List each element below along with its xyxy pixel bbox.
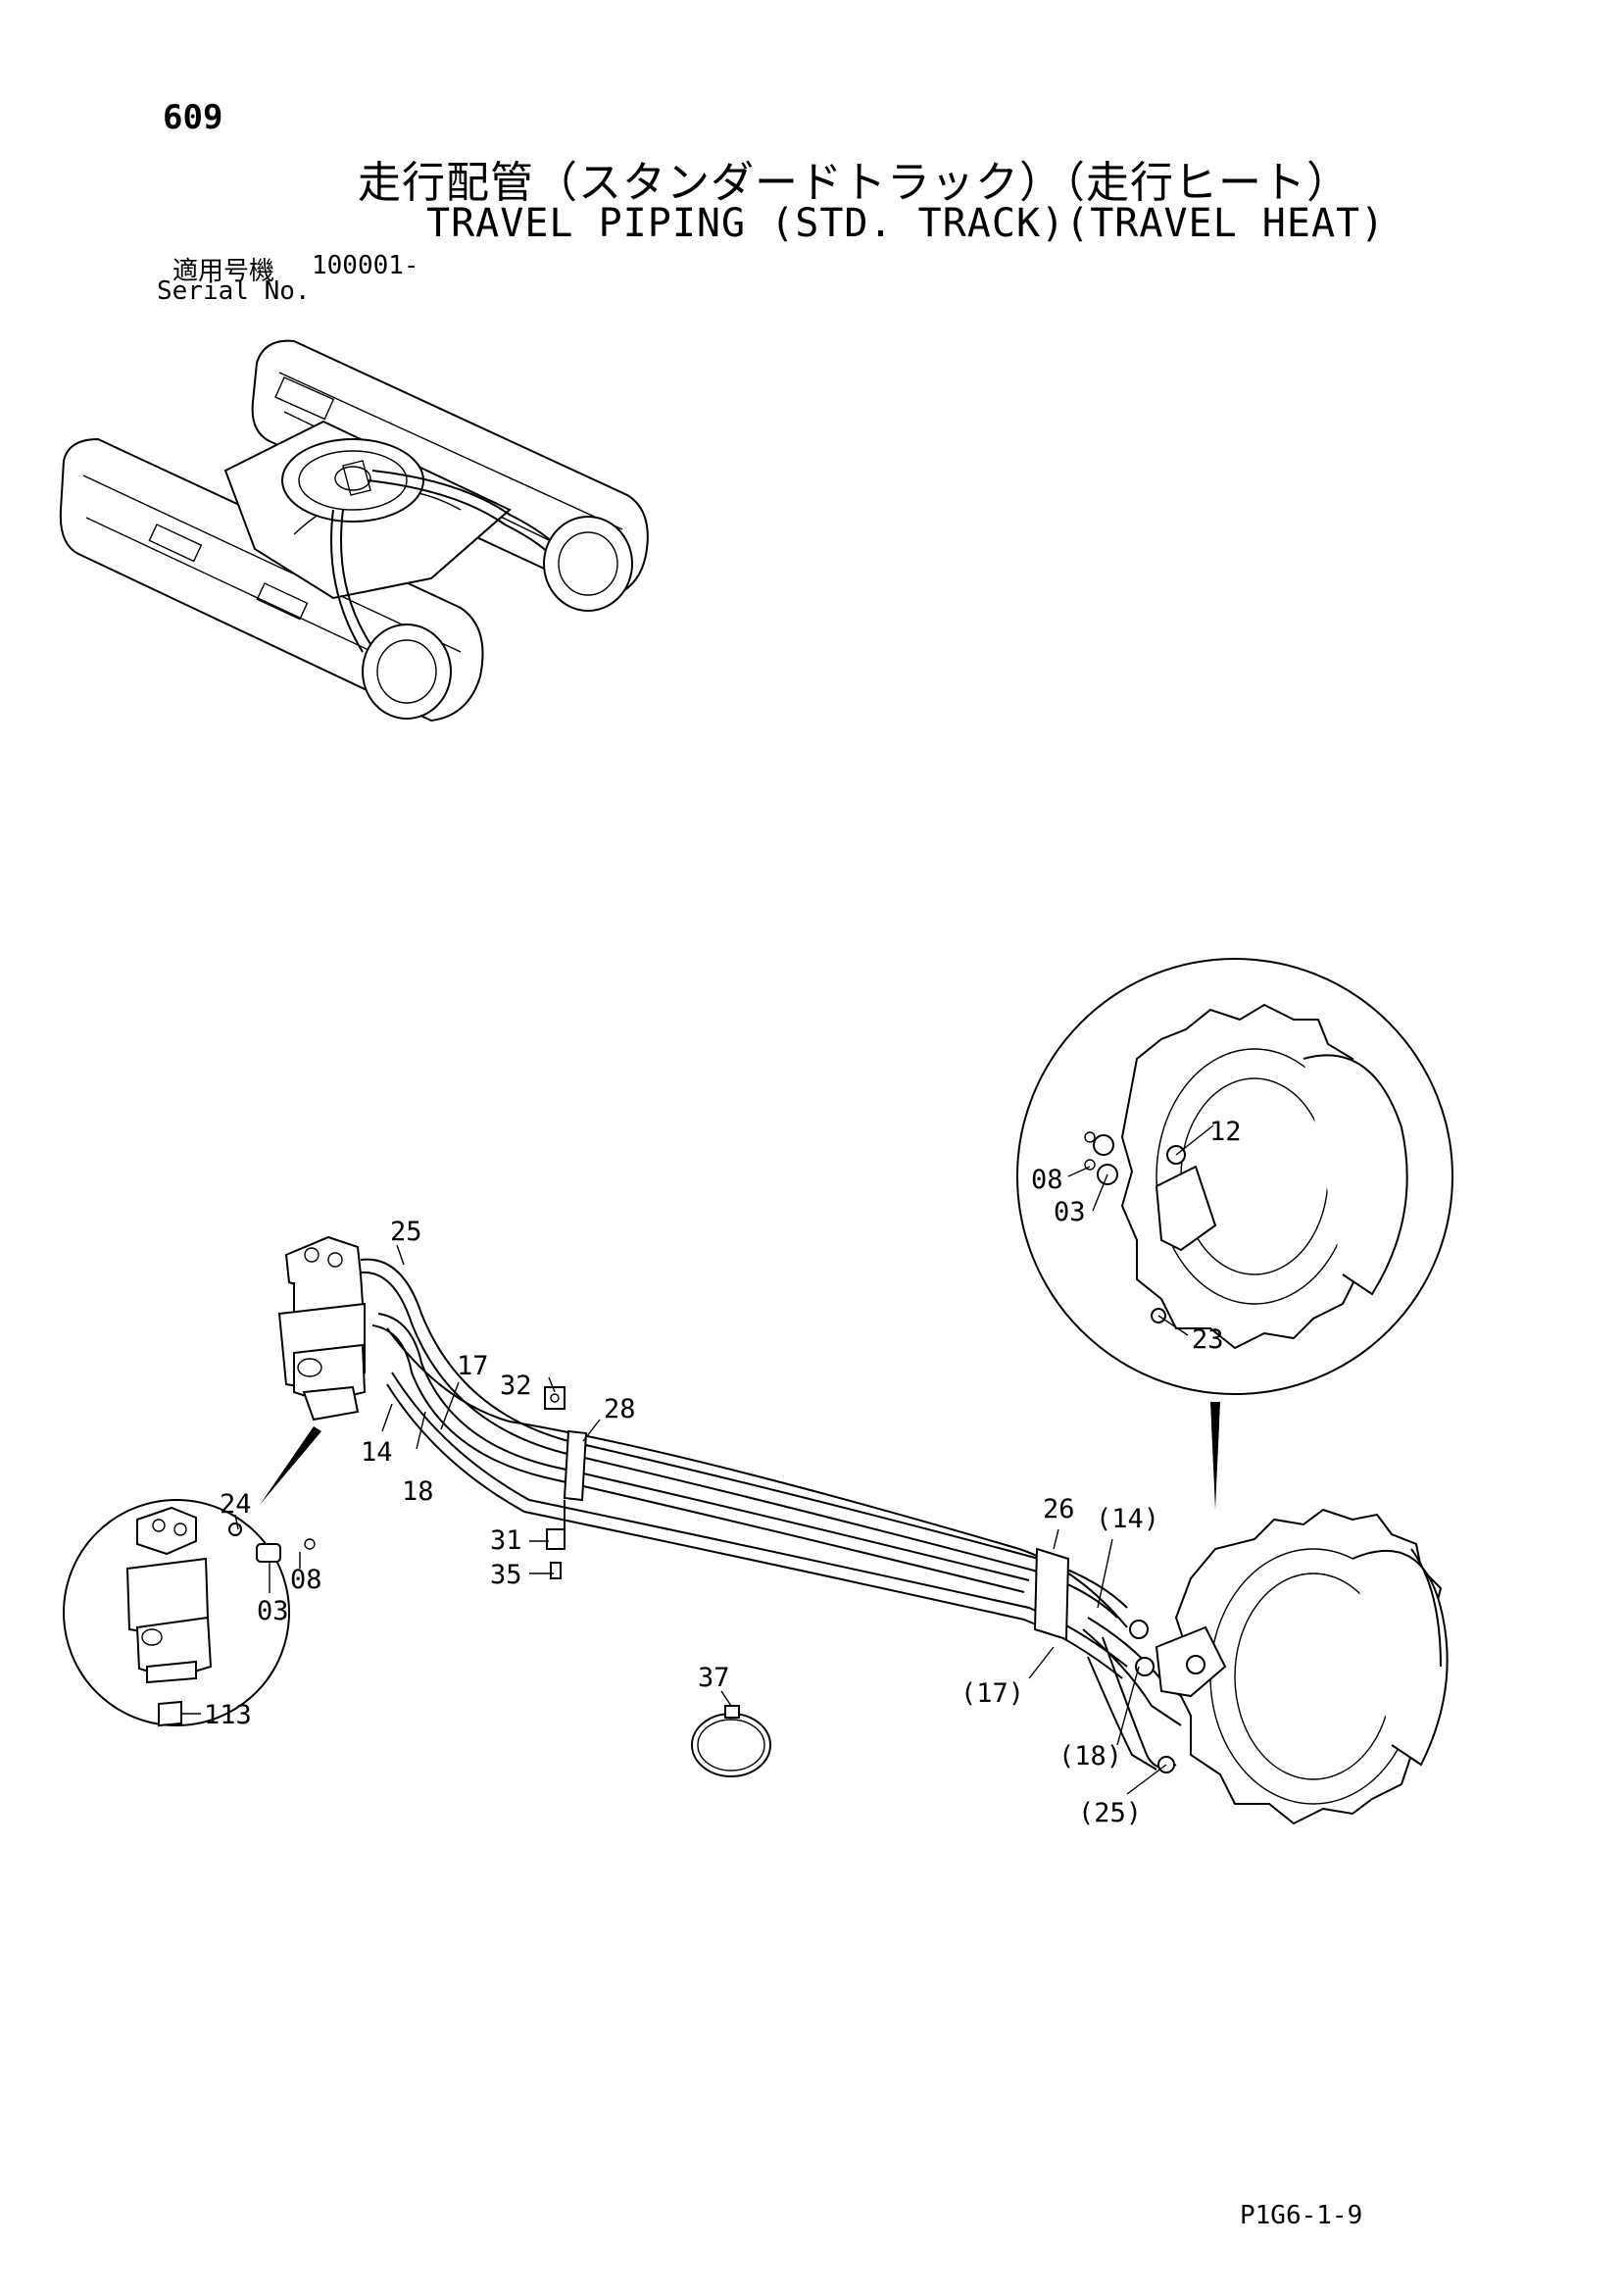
center-joint bbox=[277, 1235, 367, 1422]
callout-26: 26 bbox=[1043, 1494, 1075, 1524]
undercarriage-overview bbox=[59, 339, 649, 723]
callout-14-ref: (14) bbox=[1096, 1504, 1159, 1534]
callout-03-left: 03 bbox=[257, 1596, 289, 1626]
callout-14: 14 bbox=[361, 1437, 393, 1468]
callout-03-right: 03 bbox=[1054, 1197, 1086, 1227]
serial-value: 100001- bbox=[312, 251, 419, 280]
page-title-japanese: 走行配管（スタンダードトラック）（走行ヒート） bbox=[358, 158, 1351, 208]
leader-lines bbox=[181, 1124, 1214, 1795]
callout-113: 113 bbox=[204, 1700, 252, 1730]
callout-12: 12 bbox=[1209, 1117, 1242, 1147]
page-code: P1G6-1-9 bbox=[1240, 2201, 1363, 2230]
callout-08-right: 08 bbox=[1031, 1165, 1063, 1195]
callout-18: 18 bbox=[402, 1476, 434, 1507]
page-number: 609 bbox=[163, 98, 223, 137]
detail-pointer-arrow-left bbox=[260, 1426, 321, 1505]
detail-circle-motor bbox=[1016, 958, 1453, 1395]
callout-25: 25 bbox=[390, 1217, 422, 1247]
callout-08-left: 08 bbox=[290, 1565, 322, 1595]
callout-32: 32 bbox=[500, 1371, 532, 1401]
callout-18-ref: (18) bbox=[1058, 1741, 1122, 1772]
callout-35: 35 bbox=[490, 1560, 522, 1590]
callout-28: 28 bbox=[604, 1394, 636, 1424]
callout-24: 24 bbox=[220, 1489, 252, 1520]
callout-25-ref: (25) bbox=[1078, 1798, 1142, 1828]
callout-23: 23 bbox=[1192, 1324, 1224, 1355]
callout-17-ref: (17) bbox=[960, 1678, 1024, 1709]
serial-label-japanese: 適用号機 bbox=[172, 257, 275, 286]
serial-label-english: Serial No. bbox=[157, 276, 311, 306]
detail-circle-center-joint bbox=[63, 1499, 316, 1727]
page-title-english: TRAVEL PIPING (STD. TRACK)(TRAVEL HEAT) bbox=[426, 201, 1386, 246]
callout-31: 31 bbox=[490, 1525, 522, 1556]
band-clamp-37 bbox=[691, 1705, 771, 1777]
travel-motor bbox=[1129, 1508, 1449, 1825]
detail-pointer-arrow bbox=[1210, 1402, 1220, 1510]
callout-37: 37 bbox=[698, 1663, 730, 1693]
hose-bundle bbox=[360, 1258, 1197, 1771]
callout-17: 17 bbox=[457, 1351, 489, 1381]
